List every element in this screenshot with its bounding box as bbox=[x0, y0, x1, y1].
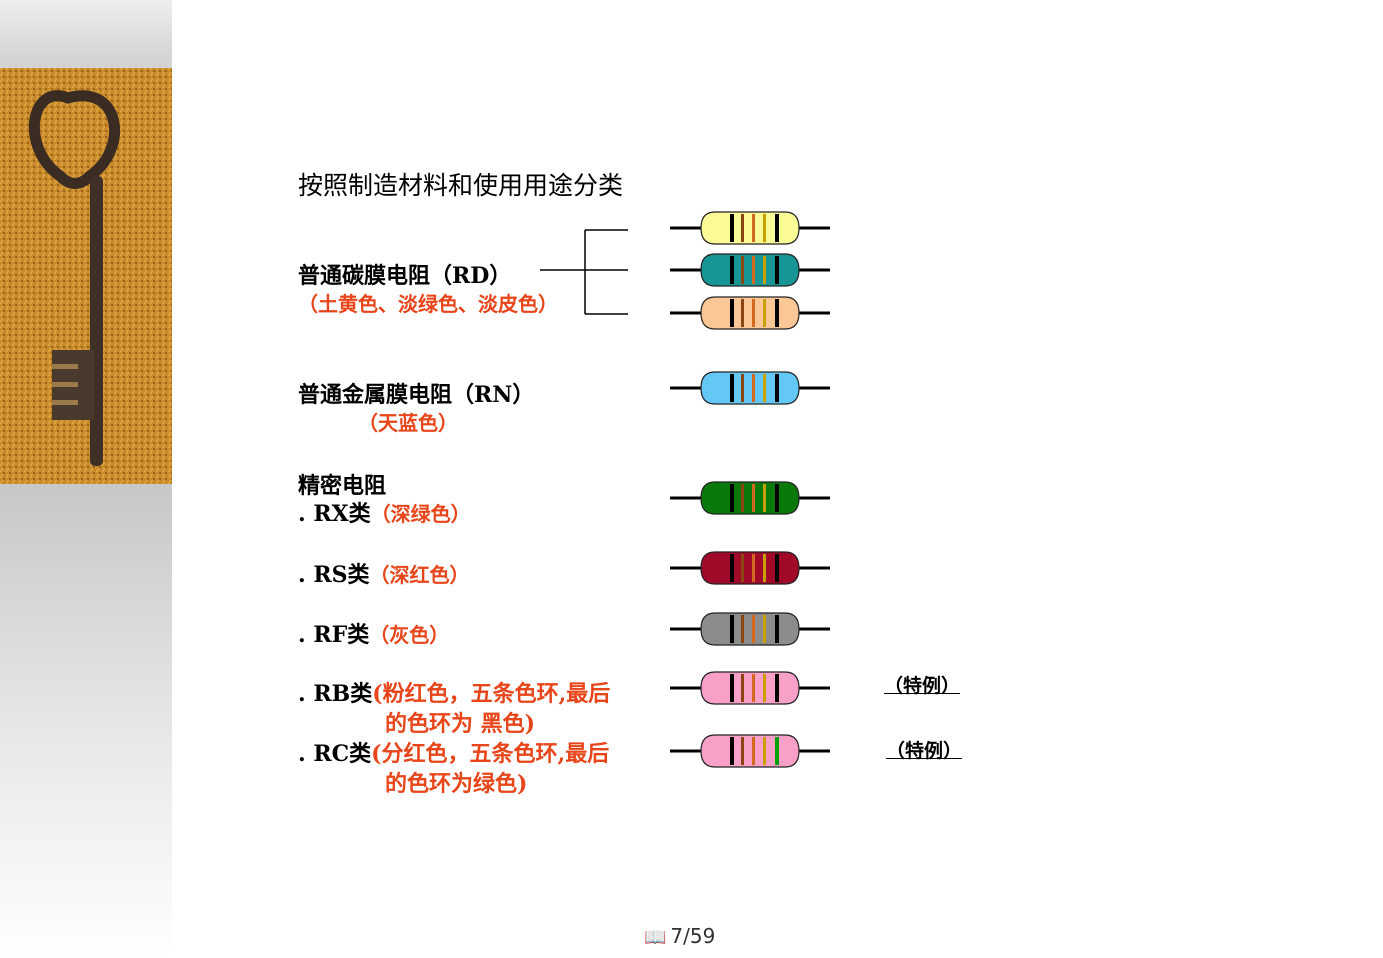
color-band bbox=[741, 374, 744, 402]
color-band bbox=[752, 214, 755, 242]
color-band bbox=[730, 737, 734, 765]
color-band bbox=[763, 674, 766, 702]
color-band bbox=[752, 674, 755, 702]
color-band bbox=[741, 484, 744, 512]
rb-special-note: （特例） bbox=[884, 675, 961, 697]
rs-line: . RS类（深红色） bbox=[298, 557, 470, 589]
resistor-rd-green bbox=[670, 253, 830, 287]
color-band bbox=[752, 737, 755, 765]
page-title: 按照制造材料和使用用途分类 bbox=[298, 171, 624, 200]
color-band bbox=[730, 214, 734, 242]
color-band bbox=[730, 615, 734, 643]
metal-film-label: 普通金属膜电阻（RN） bbox=[298, 382, 535, 408]
resistor-body bbox=[700, 734, 800, 768]
carbon-bracket bbox=[540, 229, 628, 315]
rc-line: . RC类(分红色，五条色环,最后 bbox=[298, 736, 609, 768]
color-band bbox=[763, 554, 766, 582]
color-band bbox=[763, 615, 766, 643]
color-band bbox=[763, 299, 766, 327]
resistor-body bbox=[700, 371, 800, 405]
color-band bbox=[741, 674, 744, 702]
resistor-rx-darkgreen bbox=[670, 481, 830, 515]
resistor-rn-blue bbox=[670, 371, 830, 405]
color-band bbox=[763, 484, 766, 512]
resistor-body bbox=[700, 296, 800, 330]
page-counter: 📖7/59 bbox=[644, 924, 715, 948]
color-band bbox=[775, 374, 779, 402]
rf-prefix: . RF类 bbox=[298, 622, 370, 648]
book-icon: 📖 bbox=[644, 927, 667, 948]
resistor-body bbox=[700, 211, 800, 245]
rf-line: . RF类（灰色） bbox=[298, 617, 449, 649]
color-band bbox=[730, 484, 734, 512]
rc-colors-line1: (分红色，五条色环,最后 bbox=[371, 741, 610, 767]
color-band bbox=[763, 256, 766, 284]
rb-prefix: . RB类 bbox=[298, 681, 373, 707]
color-band bbox=[763, 214, 766, 242]
rc-prefix: . RC类 bbox=[298, 741, 372, 767]
precision-label: 精密电阻 bbox=[298, 473, 387, 499]
metal-film-colors: （天蓝色） bbox=[358, 411, 458, 435]
rc-special-note: （特例） bbox=[886, 740, 963, 762]
resistor-body bbox=[700, 253, 800, 287]
color-band bbox=[752, 256, 755, 284]
color-band bbox=[730, 299, 734, 327]
color-band bbox=[763, 737, 766, 765]
rx-prefix: . RX类 bbox=[298, 501, 371, 527]
rb-colors-line2: 的色环为 黑色) bbox=[385, 711, 536, 737]
rb-colors-line1: (粉红色，五条色环,最后 bbox=[372, 681, 611, 707]
resistor-rd-skin bbox=[670, 296, 830, 330]
color-band bbox=[752, 554, 755, 582]
resistor-rd-yellow bbox=[670, 211, 830, 245]
rx-colors: （深绿色） bbox=[370, 502, 471, 526]
page-number: 7/59 bbox=[670, 924, 716, 948]
carbon-film-label: 普通碳膜电阻（RD） bbox=[298, 263, 512, 289]
color-band bbox=[775, 299, 779, 327]
color-band bbox=[741, 299, 744, 327]
resistor-body bbox=[700, 481, 800, 515]
color-band bbox=[730, 674, 734, 702]
rb-line: . RB类(粉红色，五条色环,最后 bbox=[298, 676, 610, 708]
color-band bbox=[775, 214, 779, 242]
color-band bbox=[730, 374, 734, 402]
resistor-rc-pink bbox=[670, 734, 830, 768]
color-band bbox=[775, 256, 779, 284]
color-band bbox=[741, 256, 744, 284]
resistor-body bbox=[700, 612, 800, 646]
color-band bbox=[741, 214, 744, 242]
key-photo bbox=[0, 68, 172, 484]
color-band bbox=[741, 554, 744, 582]
color-band bbox=[775, 484, 779, 512]
color-band bbox=[730, 256, 734, 284]
color-band bbox=[775, 554, 779, 582]
resistor-rf-gray bbox=[670, 612, 830, 646]
color-band bbox=[741, 615, 744, 643]
color-band bbox=[741, 737, 744, 765]
color-band bbox=[763, 374, 766, 402]
color-band bbox=[775, 674, 779, 702]
color-band bbox=[730, 554, 734, 582]
resistor-body bbox=[700, 551, 800, 585]
color-band bbox=[752, 374, 755, 402]
carbon-film-colors: （土黄色、淡绿色、淡皮色） bbox=[298, 292, 558, 316]
rf-colors: （灰色） bbox=[369, 623, 450, 647]
rc-colors-line2: 的色环为绿色) bbox=[385, 771, 528, 797]
resistor-rb-pink bbox=[670, 671, 830, 705]
rs-prefix: . RS类 bbox=[298, 562, 370, 588]
resistor-rs-darkred bbox=[670, 551, 830, 585]
color-band bbox=[775, 615, 779, 643]
resistor-body bbox=[700, 671, 800, 705]
color-band bbox=[752, 299, 755, 327]
color-band bbox=[752, 615, 755, 643]
rx-line: . RX类（深绿色） bbox=[298, 496, 471, 528]
color-band bbox=[752, 484, 755, 512]
rs-colors: （深红色） bbox=[369, 563, 470, 587]
color-band bbox=[775, 737, 779, 765]
